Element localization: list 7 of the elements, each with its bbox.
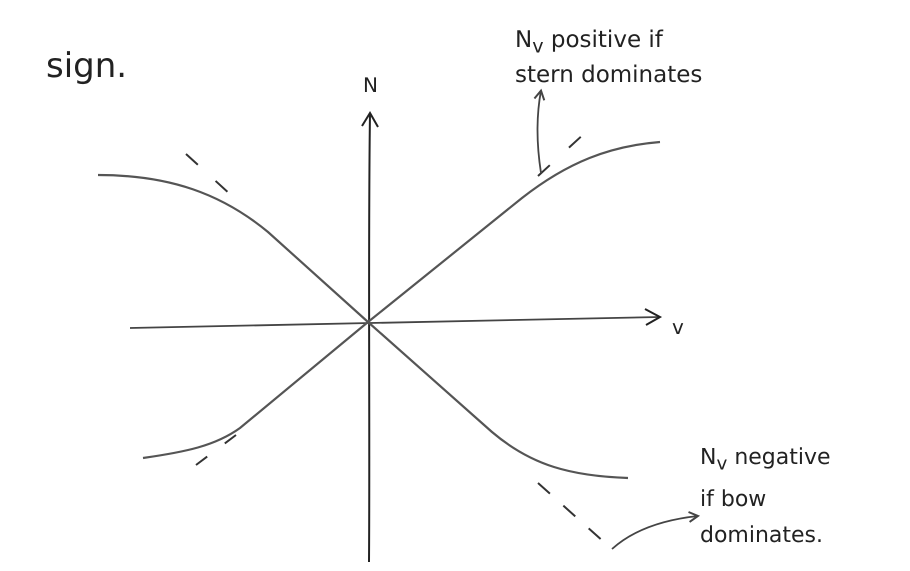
axis-label: N — [363, 74, 378, 96]
annotation-text: N$_{v}$ negative if bow dominates. — [700, 440, 840, 554]
annotation-text: N$_{v}$ positive if stern dominates — [515, 26, 715, 89]
leader-arrow — [611, 511, 699, 550]
axis-label: v — [672, 316, 684, 338]
note-text: sign. — [46, 48, 128, 86]
leader-arrow — [534, 90, 546, 174]
